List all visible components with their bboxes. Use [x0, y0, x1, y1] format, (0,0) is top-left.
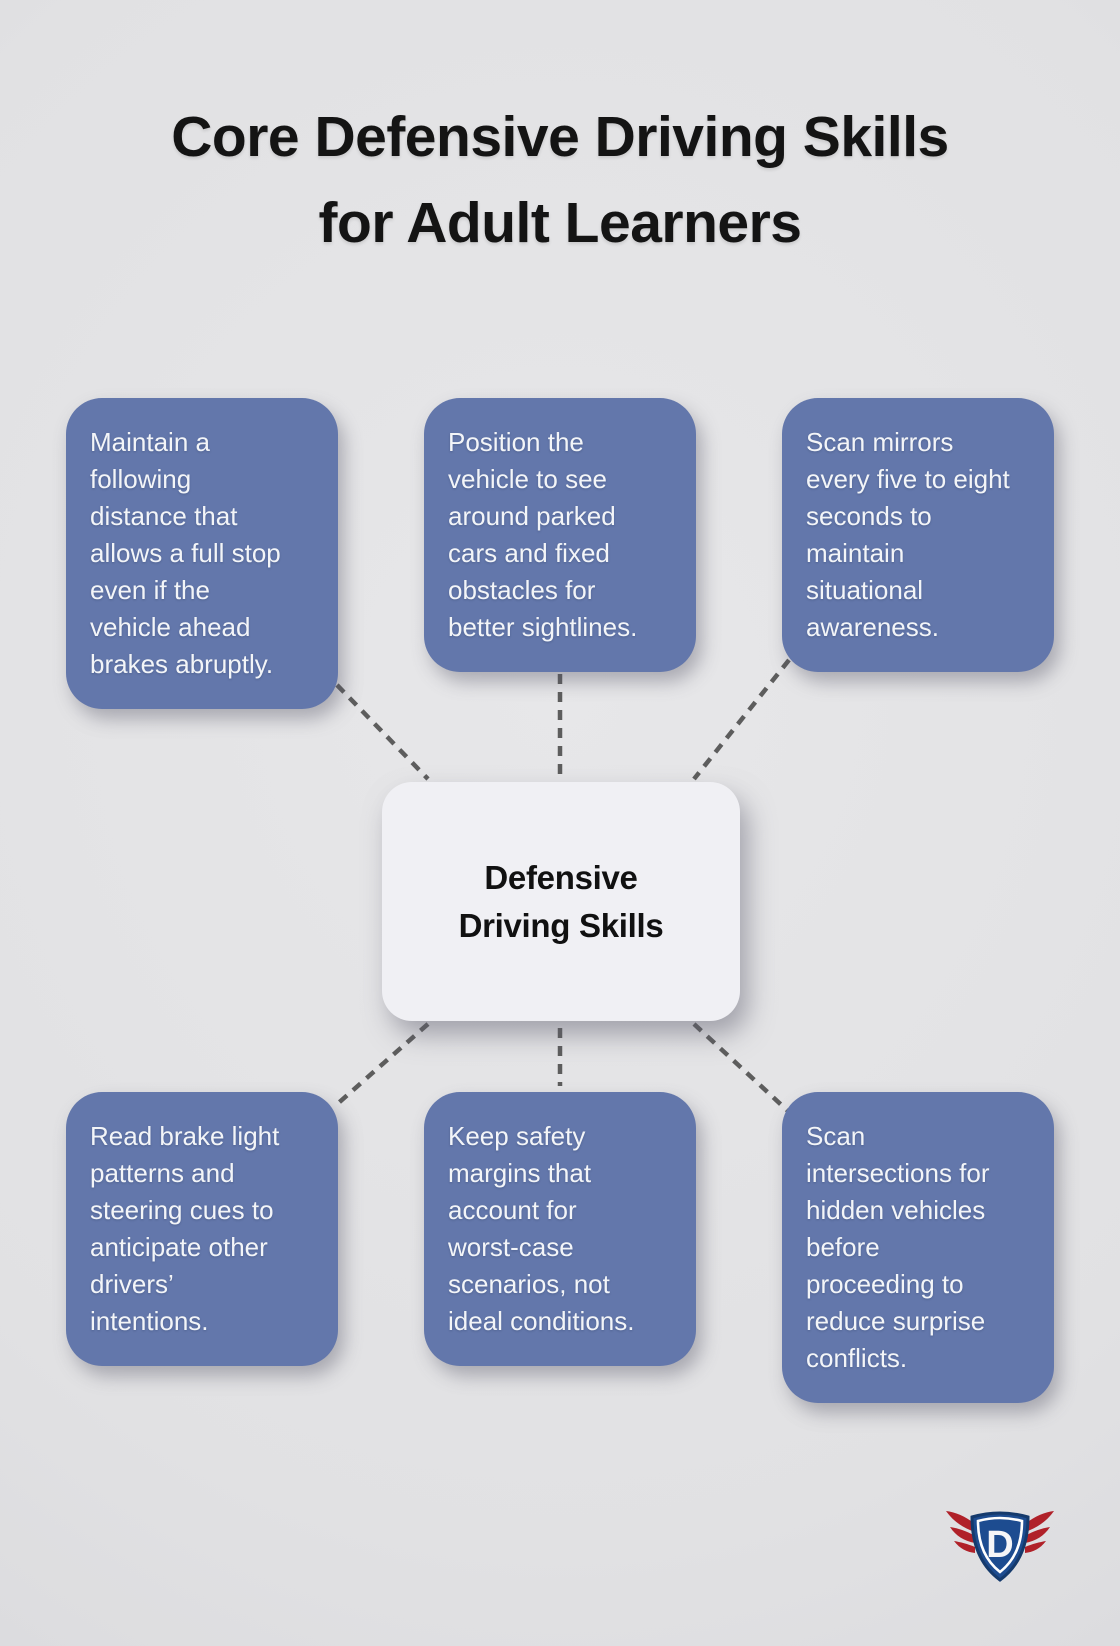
skill-card-text: Scan intersections for hidden vehicles b…	[806, 1121, 990, 1373]
skill-card-following-distance: Maintain a following distance that allow…	[66, 398, 338, 709]
logo-letter: D	[986, 1524, 1013, 1566]
center-node-label: Defensive Driving Skills	[458, 858, 664, 944]
page-title: Core Defensive Driving Skills for Adult …	[171, 105, 949, 255]
connector-top-left	[335, 683, 430, 781]
connector-top-right	[692, 658, 791, 781]
skill-card-vehicle-positioning: Position the vehicle to see around parke…	[424, 398, 696, 672]
skill-card-mirror-scanning: Scan mirrors every five to eight seconds…	[782, 398, 1054, 672]
skill-card-brake-light-patterns: Read brake light patterns and steering c…	[66, 1092, 338, 1366]
right-wing-icon	[1025, 1511, 1054, 1553]
skill-card-text: Position the vehicle to see around parke…	[448, 427, 638, 642]
skill-card-text: Maintain a following distance that allow…	[90, 427, 281, 679]
center-node: Defensive Driving Skills	[382, 782, 740, 1021]
left-wing-icon	[946, 1511, 975, 1553]
brand-logo: D	[946, 1511, 1054, 1582]
skill-card-text: Read brake light patterns and steering c…	[90, 1121, 280, 1336]
connector-bottom-left	[333, 1022, 430, 1108]
skill-card-intersection-scanning: Scan intersections for hidden vehicles b…	[782, 1092, 1054, 1403]
skill-card-text: Scan mirrors every five to eight seconds…	[806, 427, 1010, 642]
skill-card-text: Keep safety margins that account for wor…	[448, 1121, 635, 1336]
connector-bottom-right	[692, 1022, 791, 1114]
skill-card-safety-margins: Keep safety margins that account for wor…	[424, 1092, 696, 1366]
shield-inner-ring	[976, 1516, 1024, 1574]
shield-icon	[970, 1511, 1030, 1582]
